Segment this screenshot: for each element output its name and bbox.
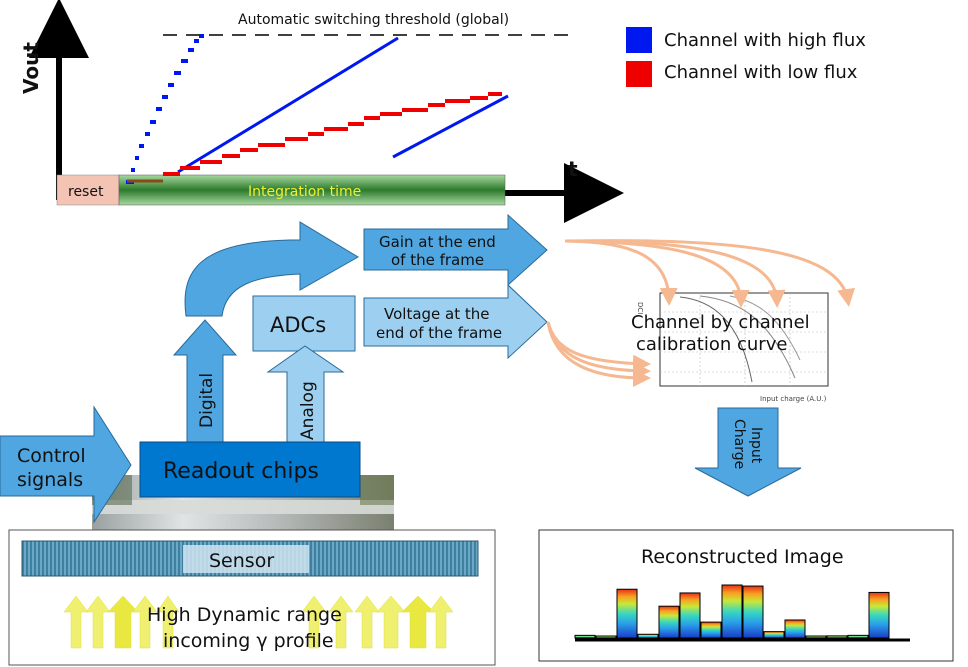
- reconstructed-bar-5: [658, 605, 680, 639]
- voltage-to-calibration-connectors: [546, 321, 651, 387]
- input-charge-label-line1: Input: [748, 427, 764, 464]
- gain-to-calibration-connectors: [564, 239, 856, 308]
- control-label-line1: Control: [17, 445, 86, 467]
- legend-label-low-flux: Channel with low flux: [664, 62, 858, 83]
- control-signals-arrow: Control signals: [0, 405, 132, 524]
- gamma-arrow-9: [376, 595, 406, 649]
- gamma-arrow-8: [354, 595, 380, 649]
- readout-chips-label: Readout chips: [163, 459, 319, 484]
- legend: Channel with high flux Channel with low …: [626, 27, 866, 87]
- reconstructed-bar-10: [763, 631, 785, 639]
- x-axis-label: t: [568, 157, 578, 181]
- reconstructed-bar-8: [721, 584, 743, 639]
- reconstructed-bars: [574, 584, 890, 639]
- reconstructed-bar-6: [679, 592, 701, 639]
- integration-label: Integration time: [248, 184, 361, 200]
- input-charge-arrow: Input Charge: [694, 407, 802, 497]
- adcs-label: ADCs: [270, 313, 326, 337]
- integration-bar: [118, 174, 506, 206]
- reconstructed-bar-7: [700, 621, 722, 639]
- gain-label-line1: Gain at the end: [379, 233, 496, 251]
- gamma-arrows: [63, 595, 454, 649]
- calibration-plot-frame: [659, 292, 829, 387]
- gamma-arrow-7: [328, 595, 354, 649]
- digital-label: Digital: [197, 373, 217, 428]
- voltage-label-line2: end of the frame: [376, 324, 502, 342]
- gamma-arrow-4: [132, 595, 158, 649]
- reconstructed-bar-13: [826, 635, 848, 639]
- legend-swatch-high-flux: [626, 27, 652, 53]
- threshold-label: Automatic switching threshold (global): [238, 12, 509, 28]
- reconstructed-bar-14: [847, 634, 869, 639]
- analog-label: Analog: [298, 381, 318, 440]
- input-charge-label-line2: Charge: [731, 419, 747, 469]
- calibration-y-label: DCI: [636, 302, 644, 314]
- gamma-arrow-2: [85, 595, 111, 649]
- calibration-label-line1: Channel by channel: [631, 312, 810, 333]
- curved-digital-arrow: [184, 221, 359, 317]
- calibration-curve-2: [699, 295, 796, 379]
- gain-arrow: Gain at the end of the frame: [363, 213, 548, 287]
- reconstructed-title: Reconstructed Image: [641, 546, 844, 568]
- timing-plot: Vout t Automatic switching threshold (gl…: [19, 0, 866, 223]
- reconstructed-bar-15: [868, 591, 890, 639]
- calibration-x-axis-label: Input charge (A.U.): [760, 395, 827, 403]
- adcs-box: [252, 295, 356, 352]
- legend-swatch-low-flux: [626, 61, 652, 87]
- pcb-wirebonds: [92, 500, 394, 514]
- reconstructed-bar-3: [616, 588, 638, 639]
- gamma-arrow-5: [156, 595, 180, 649]
- high-flux-second-trace: [392, 94, 509, 159]
- reconstructed-bar-2: [595, 635, 617, 639]
- gamma-arrow-1: [63, 595, 89, 649]
- low-flux-trace: [163, 92, 502, 176]
- calibration-panel: DCI Input charge (A.U.) Channel by chann…: [631, 292, 829, 403]
- y-axis-label: Vout: [19, 42, 43, 94]
- analog-arrow: Analog: [266, 345, 345, 444]
- gamma-arrow-10: [401, 595, 435, 649]
- gamma-arrow-11: [428, 595, 454, 649]
- reset-bar: [56, 174, 120, 206]
- digital-arrow: Digital: [172, 319, 238, 444]
- control-label-line2: signals: [17, 469, 83, 491]
- sensor-label: Sensor: [209, 550, 274, 572]
- readout-chips-box: [139, 441, 361, 498]
- calibration-curve-1: [679, 296, 753, 383]
- reconstructed-bar-9: [742, 585, 764, 639]
- legend-label-high-flux: Channel with high flux: [664, 30, 866, 51]
- gamma-arrow-3: [107, 595, 139, 649]
- reconstructed-bar-12: [805, 635, 827, 639]
- gain-label-line2: of the frame: [391, 251, 484, 269]
- pcb-chip-right: [360, 475, 394, 505]
- profile-label-line2: incoming γ profile: [163, 630, 334, 652]
- reconstructed-bar-11: [784, 619, 806, 639]
- calibration-label-line2: calibration curve: [636, 334, 787, 355]
- voltage-arrow: Voltage at the end of the frame: [363, 283, 548, 360]
- voltage-label-line1: Voltage at the: [384, 305, 490, 323]
- gamma-arrow-6: [301, 595, 327, 649]
- high-flux-low-gain-trace: [177, 36, 399, 174]
- sensor-label-bg: [183, 545, 309, 573]
- reconstructed-bar-1: [574, 634, 596, 639]
- profile-label-line1: High Dynamic range: [147, 604, 342, 626]
- reset-label: reset: [68, 184, 104, 200]
- high-flux-steep-trace: [126, 34, 204, 184]
- reconstructed-bar-4: [637, 633, 659, 639]
